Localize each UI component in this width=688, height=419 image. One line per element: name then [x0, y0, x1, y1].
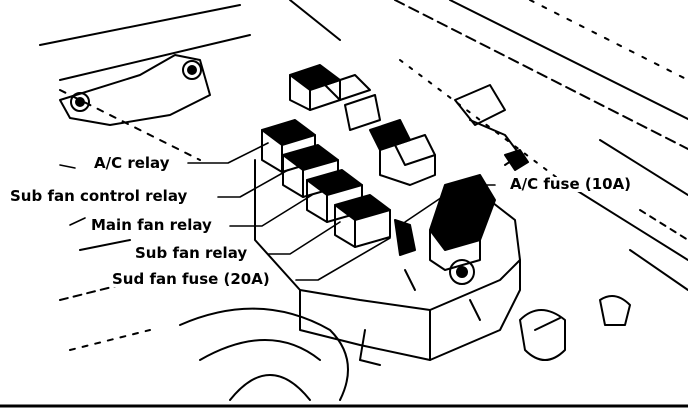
callout-sub-fan-control-relay: Sub fan control relay: [8, 187, 190, 205]
leader-ac-fuse: [404, 184, 496, 223]
callout-sub-fan-fuse: Sud fan fuse (20A): [110, 270, 272, 288]
leader-sub-fan-relay: [267, 221, 341, 255]
relay-block: [261, 119, 391, 248]
body-panel-lines: [39, 0, 688, 291]
callout-ac-fuse: A/C fuse (10A): [508, 175, 634, 193]
mounting-bracket: [59, 54, 211, 126]
callout-main-fan-relay: Main fan relay: [89, 216, 214, 234]
leader-main-fan-relay: [229, 194, 313, 227]
fuse-box-housing: [254, 159, 521, 361]
callout-sub-fan-relay: Sub fan relay: [133, 244, 250, 262]
leader-lines: [59, 142, 496, 281]
relay-cluster: [289, 64, 436, 186]
lower-components: [59, 239, 631, 401]
leader-ac-relay: [187, 142, 269, 164]
leader-sub-fan-control-relay: [217, 169, 289, 198]
harness-connector: [454, 84, 529, 171]
leader-sub-fan-fuse: [295, 237, 391, 281]
callout-ac-relay: A/C relay: [92, 154, 172, 172]
